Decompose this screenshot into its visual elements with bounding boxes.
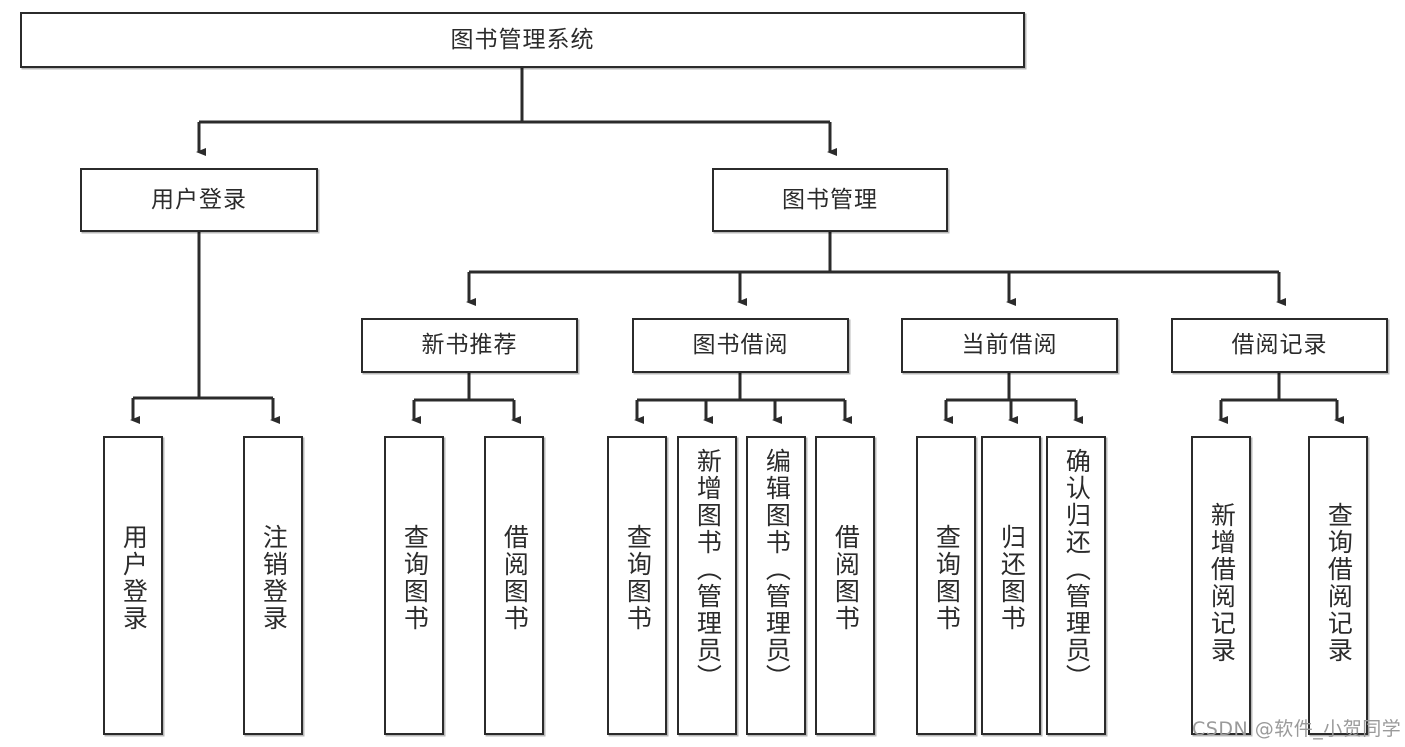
node-leaf-user-logout[interactable]: 注销登录 — [243, 436, 303, 735]
node-leaf-user-logout-label: 注销登录 — [259, 524, 289, 632]
node-leaf-borrow-book-2[interactable]: 借阅图书 — [815, 436, 875, 735]
node-leaf-confirm-return[interactable]: 确认归还（管理员） — [1046, 436, 1106, 735]
node-leaf-confirm-return-label: 确认归还（管理员） — [1062, 448, 1092, 691]
node-leaf-add-book-label: 新增图书（管理员） — [693, 448, 723, 691]
node-leaf-query-book-3-label: 查询图书 — [932, 524, 962, 632]
node-new-book-recommend-label: 新书推荐 — [421, 332, 518, 359]
node-leaf-query-book-2-label: 查询图书 — [623, 524, 653, 632]
node-leaf-query-book-2[interactable]: 查询图书 — [607, 436, 667, 735]
node-user-login[interactable]: 用户登录 — [80, 168, 318, 232]
node-current-borrow-label: 当前借阅 — [961, 332, 1058, 359]
node-borrow-record-label: 借阅记录 — [1231, 332, 1328, 359]
node-leaf-query-record-label: 查询借阅记录 — [1324, 502, 1354, 664]
node-leaf-query-book-3[interactable]: 查询图书 — [916, 436, 976, 735]
watermark: CSDN @软件_小贺同学 — [1192, 718, 1402, 740]
node-leaf-user-login-label: 用户登录 — [119, 524, 149, 632]
node-leaf-borrow-book-2-label: 借阅图书 — [831, 524, 861, 632]
node-leaf-return-book-label: 归还图书 — [997, 524, 1027, 632]
node-root-label: 图书管理系统 — [450, 26, 595, 53]
node-user-login-label: 用户登录 — [151, 186, 247, 213]
node-leaf-query-book-1-label: 查询图书 — [400, 524, 430, 632]
node-leaf-return-book[interactable]: 归还图书 — [981, 436, 1041, 735]
node-leaf-add-book[interactable]: 新增图书（管理员） — [677, 436, 737, 735]
node-book-management-label: 图书管理 — [782, 186, 878, 213]
node-new-book-recommend[interactable]: 新书推荐 — [361, 318, 578, 373]
node-book-management[interactable]: 图书管理 — [712, 168, 948, 232]
node-borrow-record[interactable]: 借阅记录 — [1171, 318, 1388, 373]
node-leaf-query-record[interactable]: 查询借阅记录 — [1308, 436, 1368, 735]
node-root[interactable]: 图书管理系统 — [20, 12, 1025, 68]
node-book-borrow[interactable]: 图书借阅 — [632, 318, 849, 373]
node-leaf-add-record[interactable]: 新增借阅记录 — [1191, 436, 1251, 735]
node-leaf-edit-book[interactable]: 编辑图书（管理员） — [746, 436, 806, 735]
node-leaf-edit-book-label: 编辑图书（管理员） — [762, 448, 792, 691]
node-leaf-borrow-book-1[interactable]: 借阅图书 — [484, 436, 544, 735]
node-leaf-query-book-1[interactable]: 查询图书 — [384, 436, 444, 735]
node-leaf-borrow-book-1-label: 借阅图书 — [500, 524, 530, 632]
node-leaf-user-login[interactable]: 用户登录 — [103, 436, 163, 735]
node-current-borrow[interactable]: 当前借阅 — [901, 318, 1118, 373]
node-book-borrow-label: 图书借阅 — [692, 332, 789, 359]
node-leaf-add-record-label: 新增借阅记录 — [1207, 502, 1237, 664]
